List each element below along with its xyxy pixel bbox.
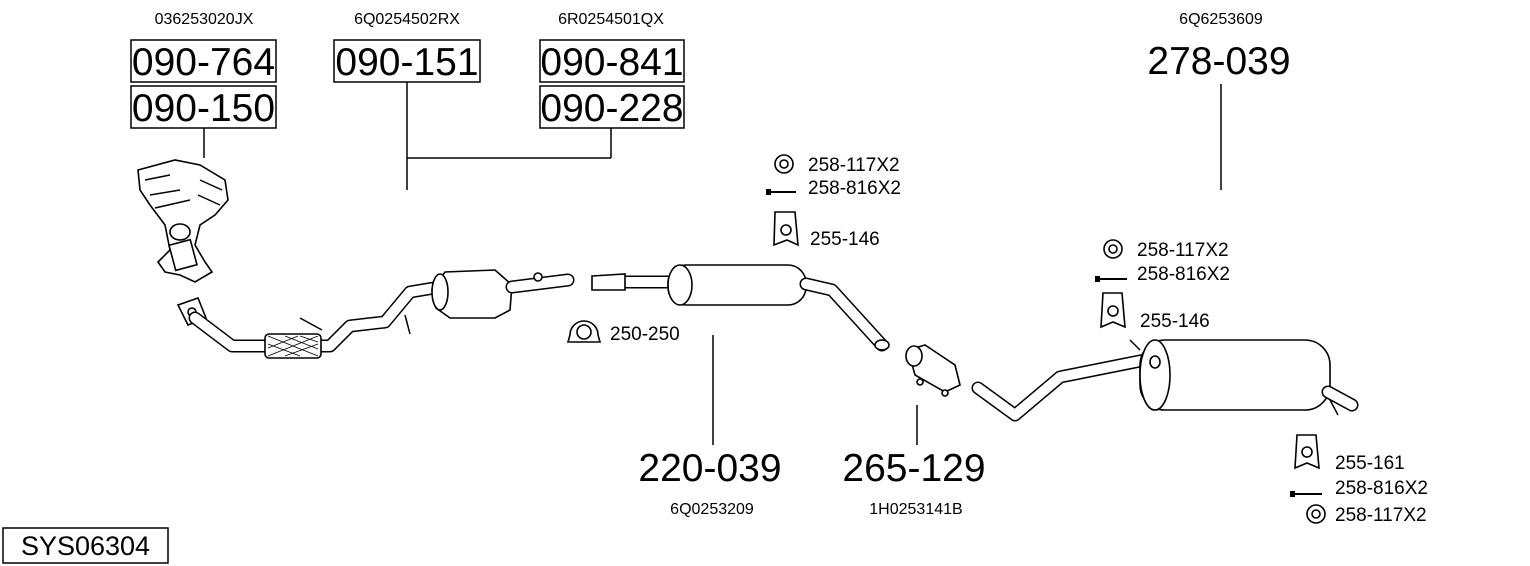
accessory-label[interactable]: 255-146 xyxy=(810,229,880,250)
oe-number: 6Q0254502RX xyxy=(354,11,460,28)
system-id: SYS06304 xyxy=(21,531,150,561)
part-box[interactable] xyxy=(130,39,277,83)
part-box[interactable] xyxy=(539,85,685,129)
exhaust-manifold[interactable] xyxy=(137,159,229,283)
oe-number: 1H0253141B xyxy=(869,501,962,518)
rubber-hanger-icon xyxy=(773,211,799,247)
pipe-connector-clamp[interactable] xyxy=(905,344,961,397)
accessory-label[interactable]: 258-117X2 xyxy=(1335,505,1427,526)
bolt-icon xyxy=(1095,276,1127,282)
part-number[interactable]: 278-039 xyxy=(1147,40,1290,83)
part-number[interactable]: 090-841 xyxy=(540,41,683,84)
rubber-hanger-icon xyxy=(1294,434,1320,470)
oe-number: 6Q0253209 xyxy=(670,501,754,518)
accessory-label[interactable]: 258-816X2 xyxy=(1335,478,1428,499)
part-number[interactable]: 090-150 xyxy=(132,87,275,130)
bolt-icon xyxy=(766,189,796,195)
part-number[interactable]: 090-228 xyxy=(540,87,683,130)
part-number[interactable]: 090-764 xyxy=(132,41,275,84)
oe-number: 6Q6253609 xyxy=(1179,11,1263,28)
accessory-label[interactable]: 255-146 xyxy=(1140,311,1210,332)
catalytic-converter[interactable] xyxy=(431,269,575,319)
rubber-hanger-icon xyxy=(1100,292,1126,329)
pipe-clamp-icon xyxy=(566,320,602,343)
accessory-label[interactable]: 255-161 xyxy=(1335,453,1405,474)
oe-number: 036253020JX xyxy=(155,11,254,28)
bolt-icon xyxy=(1290,491,1322,497)
accessory-label[interactable]: 250-250 xyxy=(610,324,680,345)
part-number[interactable]: 220-039 xyxy=(638,447,781,490)
part-box[interactable] xyxy=(130,85,277,129)
part-box[interactable] xyxy=(539,39,685,83)
accessory-label[interactable]: 258-816X2 xyxy=(808,178,901,199)
middle-silencer[interactable] xyxy=(591,264,890,352)
accessory-label[interactable]: 258-816X2 xyxy=(1137,264,1230,285)
oe-number: 6R0254501QX xyxy=(558,11,664,28)
accessory-label[interactable]: 258-117X2 xyxy=(808,155,900,176)
ring-icon xyxy=(1103,239,1123,259)
part-number[interactable]: 265-129 xyxy=(842,447,985,490)
system-id-box xyxy=(2,527,169,564)
ring-icon xyxy=(1306,504,1326,524)
part-number[interactable]: 090-151 xyxy=(335,41,478,84)
ring-icon xyxy=(774,154,794,174)
accessory-label[interactable]: 258-117X2 xyxy=(1137,240,1229,261)
rear-silencer[interactable] xyxy=(971,339,1359,422)
front-pipe[interactable] xyxy=(176,280,447,359)
